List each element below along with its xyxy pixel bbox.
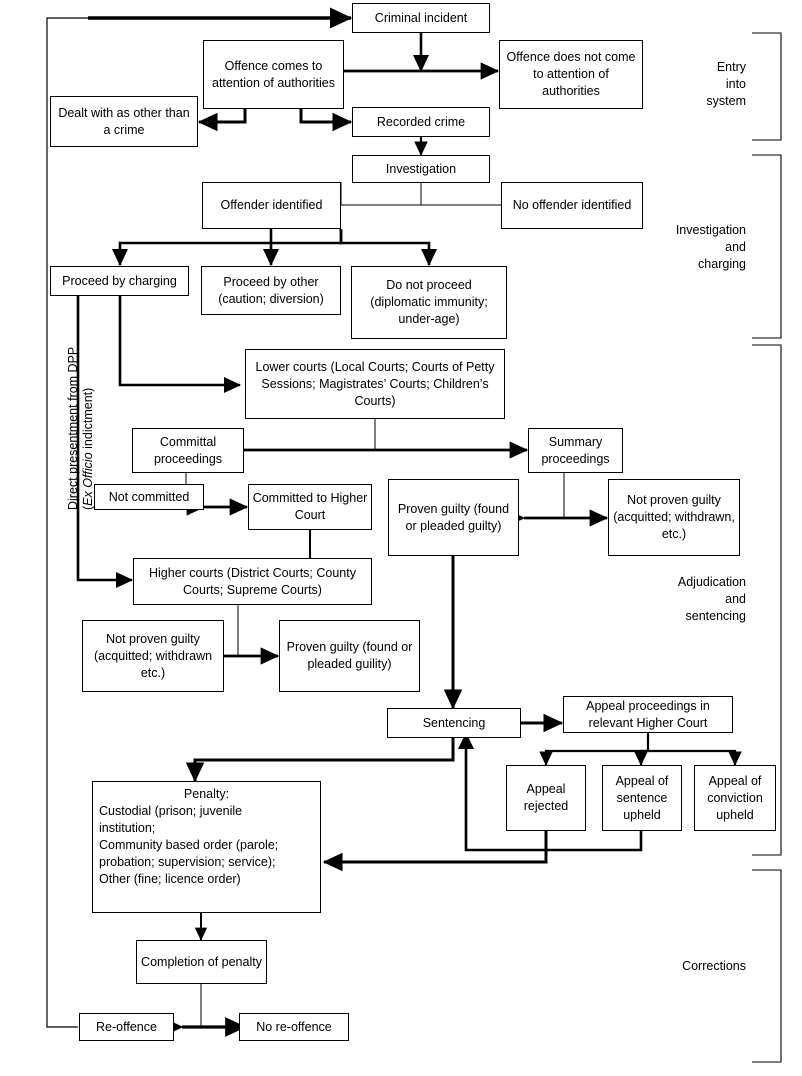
section-label-investigation-and-charging: Investigation and charging xyxy=(675,223,746,271)
node-label: Not proven guilty (acquitted; withdrawn,… xyxy=(613,493,735,541)
node-committal-proceedings[interactable]: Committal proceedings xyxy=(132,428,244,473)
node-criminal-incident[interactable]: Criminal incident xyxy=(352,3,490,33)
node-label: Lower courts (Local Courts; Courts of Pe… xyxy=(255,359,495,408)
node-appeal-rejected[interactable]: Appeal rejected xyxy=(506,765,586,831)
node-label: Dealt with as other than a crime xyxy=(58,105,190,137)
node-label: Proceed by charging xyxy=(62,273,177,288)
node-label: Criminal incident xyxy=(374,10,468,25)
node-committed-to-higher-court[interactable]: Committed to Higher Court xyxy=(248,484,372,530)
node-lower-courts[interactable]: Lower courts (Local Courts; Courts of Pe… xyxy=(245,349,505,419)
dpp-note-italic: Ex Officio xyxy=(81,452,95,506)
node-label: Appeal proceedings in relevant Higher Co… xyxy=(586,698,710,730)
node-label: Not proven guilty (acquitted; withdrawn … xyxy=(93,631,213,680)
node-recorded-crime[interactable]: Recorded crime xyxy=(352,107,490,137)
node-label: Appeal rejected xyxy=(523,782,569,813)
node-dealt-with-as-other-than-crime[interactable]: Dealt with as other than a crime xyxy=(50,96,198,147)
node-label: No re-offence xyxy=(256,1019,332,1034)
node-label: Not committed xyxy=(108,489,190,504)
node-sentencing[interactable]: Sentencing xyxy=(387,708,521,738)
node-label: Proceed by other (caution; diversion) xyxy=(218,274,324,306)
penalty-line-3: Community based order (parole; xyxy=(99,838,279,852)
dpp-note-paren-open: ( xyxy=(81,505,95,510)
node-label: No offender identified xyxy=(512,198,632,212)
penalty-line-4: probation; supervision; service); xyxy=(99,855,276,869)
section-label-corrections: Corrections xyxy=(682,959,746,973)
node-proven-guilty-lower[interactable]: Proven guilty (found or pleaded guilty) xyxy=(388,479,519,556)
node-label: Appeal of conviction upheld xyxy=(707,773,763,822)
node-offence-does-not-come-to-attention[interactable]: Offence does not come to attention of au… xyxy=(499,40,643,109)
node-proceed-by-other[interactable]: Proceed by other (caution; diversion) xyxy=(201,266,341,315)
node-label: Recorded crime xyxy=(376,114,466,129)
node-penalty[interactable]: Penalty: Custodial (prison; juvenile ins… xyxy=(92,781,321,913)
node-label: Offender identified xyxy=(220,198,323,212)
node-summary-proceedings[interactable]: Summary proceedings xyxy=(528,428,623,473)
node-label: Offence comes to attention of authoritie… xyxy=(212,58,335,90)
node-label: Sentencing xyxy=(422,715,486,730)
dpp-side-note-line-1: Direct presentment from DPP xyxy=(66,346,80,510)
node-do-not-proceed[interactable]: Do not proceed (diplomatic immunity; und… xyxy=(351,266,507,339)
node-appeal-of-sentence-upheld[interactable]: Appeal of sentence upheld xyxy=(602,765,682,831)
node-label: Higher courts (District Courts; County C… xyxy=(148,565,356,597)
node-no-re-offence[interactable]: No re-offence xyxy=(239,1013,349,1041)
node-re-offence[interactable]: Re-offence xyxy=(79,1013,174,1041)
section-label-adjudication-and-sentencing: Adjudication and sentencing xyxy=(677,575,746,623)
node-proven-guilty-higher[interactable]: Proven guilty (found or pleaded guility) xyxy=(279,620,420,692)
node-label: Committed to Higher Court xyxy=(252,491,368,522)
node-label: Appeal of sentence upheld xyxy=(615,773,669,822)
dpp-note-paren-close: indictment) xyxy=(81,387,95,453)
node-label: Proven guilty (found or pleaded guilty) xyxy=(397,501,510,533)
node-label: Offence does not come to attention of au… xyxy=(506,50,636,98)
node-no-offender-identified[interactable]: No offender identified xyxy=(501,182,643,229)
node-label: Proven guilty (found or pleaded guility) xyxy=(286,640,413,671)
node-completion-of-penalty[interactable]: Completion of penalty xyxy=(136,940,267,984)
penalty-line-5: Other (fine; licence order) xyxy=(99,872,241,886)
node-label: Re-offence xyxy=(96,1019,157,1034)
node-appeal-of-conviction-upheld[interactable]: Appeal of conviction upheld xyxy=(694,765,776,831)
node-proceed-by-charging[interactable]: Proceed by charging xyxy=(50,266,189,296)
node-offender-identified[interactable]: Offender identified xyxy=(202,182,341,229)
penalty-title: Penalty: xyxy=(183,787,230,801)
node-appeal-proceedings[interactable]: Appeal proceedings in relevant Higher Co… xyxy=(563,696,733,733)
penalty-line-2: institution; xyxy=(99,821,156,835)
node-higher-courts[interactable]: Higher courts (District Courts; County C… xyxy=(133,558,372,605)
node-offence-comes-to-attention[interactable]: Offence comes to attention of authoritie… xyxy=(203,40,344,109)
penalty-line-1: Custodial (prison; juvenile xyxy=(99,804,243,818)
node-not-proven-guilty-lower[interactable]: Not proven guilty (acquitted; withdrawn,… xyxy=(608,479,740,556)
node-label: Do not proceed (diplomatic immunity; und… xyxy=(370,278,488,326)
node-label: Committal proceedings xyxy=(153,434,223,466)
node-label: Completion of penalty xyxy=(141,954,262,969)
node-not-committed[interactable]: Not committed xyxy=(94,484,204,510)
node-investigation[interactable]: Investigation xyxy=(352,155,490,183)
node-not-proven-guilty-higher[interactable]: Not proven guilty (acquitted; withdrawn … xyxy=(82,620,224,692)
node-label: Summary proceedings xyxy=(541,434,610,466)
section-label-entry-into-system: Entry into system xyxy=(706,60,746,108)
node-label: Investigation xyxy=(385,161,457,176)
